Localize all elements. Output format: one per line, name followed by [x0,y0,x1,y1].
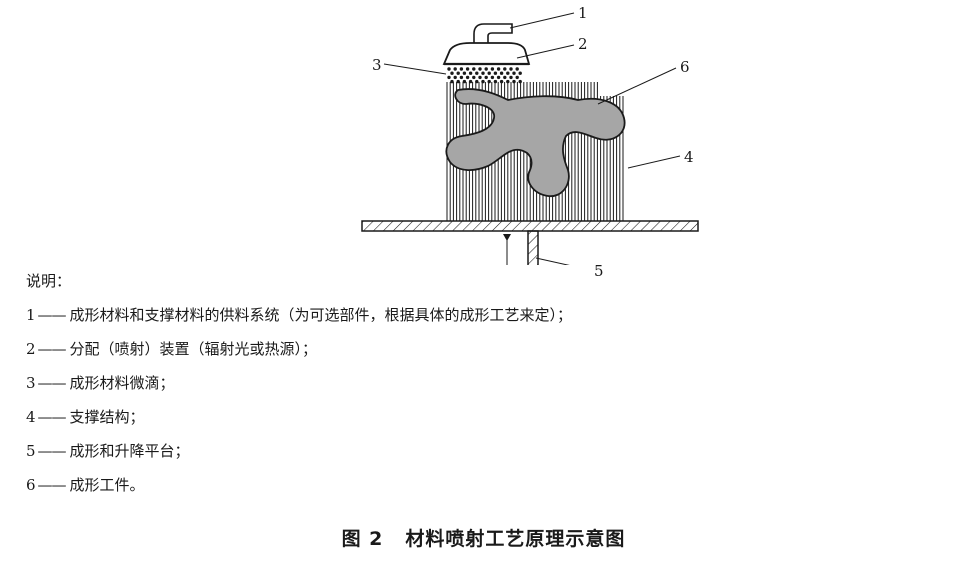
legend-item-1: 1——成形材料和支撑材料的供料系统（为可选部件，根据具体的成形工艺来定）； [26,298,572,332]
legend-item-text: 支撑结构； [69,408,145,426]
legend-item-4: 4——支撑结构； [26,400,572,434]
legend-item-dash: —— [37,374,67,392]
legend-item-number: 5 [26,442,36,460]
platform-stem [527,230,539,265]
leader-line-2 [516,44,575,59]
legend-heading: 说明： [26,272,72,290]
legend-item-2: 2——分配（喷射）装置（辐射光或热源）； [26,332,572,366]
formed-workpiece [445,88,626,197]
legend-item-dash: —— [37,408,67,426]
leader-line-3 [383,63,447,75]
figure-caption: 图 2 材料喷射工艺原理示意图 [0,524,967,551]
callout-1: 1 [578,4,588,22]
legend-item-dash: —— [37,340,67,358]
legend-item-text: 成形材料和支撑材料的供料系统（为可选部件，根据具体的成形工艺来定）； [69,306,573,324]
legend-item-text: 成形材料微滴； [69,374,175,392]
callout-2: 2 [578,35,588,53]
material-jetting-diagram: 1 2 3 6 4 [361,4,699,265]
legend-item-5: 5——成形和升降平台； [26,434,572,468]
callout-6: 6 [680,58,690,76]
callout-5: 5 [594,262,604,280]
legend-item-6: 6——成形工件。 [26,468,572,502]
legend: 说明： 1——成形材料和支撑材料的供料系统（为可选部件，根据具体的成形工艺来定）… [26,264,572,502]
legend-item-number: 2 [26,340,36,358]
legend-item-number: 6 [26,476,36,494]
legend-item-dash: —— [37,442,67,460]
figure-number: 图 2 [341,528,384,550]
legend-list: 1——成形材料和支撑材料的供料系统（为可选部件，根据具体的成形工艺来定）；2——… [26,298,572,502]
callout-5-layer: 5 [594,262,604,280]
jetting-head [442,42,531,65]
leader-line-5 [535,257,570,265]
legend-item-text: 成形和升降平台； [69,442,190,460]
leader-line-1 [509,12,575,29]
legend-item-3: 3——成形材料微滴； [26,366,572,400]
figure-title: 材料喷射工艺原理示意图 [405,528,626,550]
legend-item-dash: —— [37,476,67,494]
callout-3: 3 [372,56,382,74]
callout-4: 4 [684,148,694,166]
legend-item-number: 4 [26,408,36,426]
legend-item-number: 3 [26,374,36,392]
legend-item-text: 成形工件。 [69,476,145,494]
legend-item-text: 分配（喷射）装置（辐射光或热源）； [69,340,318,358]
legend-item-dash: —— [37,306,67,324]
leader-line-6 [597,67,677,105]
material-droplets [447,67,522,84]
legend-item-number: 1 [26,306,36,324]
leader-line-4 [627,155,681,169]
